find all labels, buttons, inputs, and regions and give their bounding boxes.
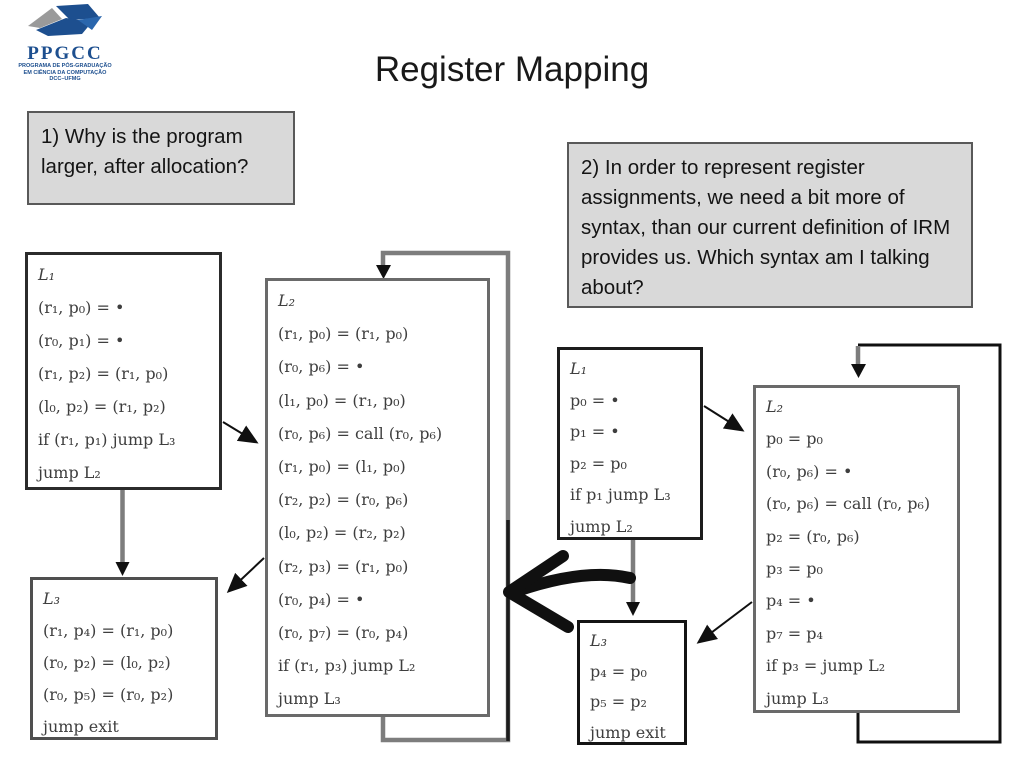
arrow-left-l1-to-l2 bbox=[222, 421, 259, 444]
page-title: Register Mapping bbox=[374, 50, 650, 89]
code-line: (l₀, p₂) = (r₁, p₂) bbox=[38, 397, 166, 416]
block-label: L₂ bbox=[278, 291, 296, 310]
code-line: if p₃ = jump L₂ bbox=[766, 656, 886, 676]
logo-acronym: PPGCC bbox=[27, 43, 103, 64]
code-line: jump exit bbox=[590, 722, 666, 742]
code-line: jump L₃ bbox=[278, 689, 341, 709]
code-line: if p₁ jump L₃ bbox=[570, 485, 671, 504]
code-line: (r₀, p₆) = call (r₀, p₆) bbox=[766, 494, 931, 514]
code-line: p₇ = p₄ bbox=[766, 623, 823, 643]
code-line: p₁ = • bbox=[570, 422, 620, 441]
code-lines: (r₁, p₄) = (r₁, p₀) (r₀, p₂) = (l₀, p₂) (r… bbox=[43, 615, 209, 743]
big-left-arrow-head bbox=[503, 550, 574, 633]
code-line: if (r₁, p₃) jump L₂ bbox=[278, 656, 416, 676]
logo-subtitle-3: DCC–UFMG bbox=[49, 76, 81, 82]
code-line: p₃ = p₀ bbox=[766, 559, 823, 579]
code-line: jump L₃ bbox=[766, 688, 829, 708]
code-lines: (r₁, p₀) = • (r₀, p₁) = • (r₁, p₂) = (r₁, … bbox=[38, 291, 213, 489]
code-lines: p₀ = • p₁ = • p₂ = p₀ if p₁ jump L₃ jump L₂ bbox=[570, 385, 694, 543]
code-line: p₂ = (r₀, p₆) bbox=[766, 526, 860, 546]
code-line: (r₀, p₆) = • bbox=[766, 461, 853, 481]
code-line: jump L₂ bbox=[38, 463, 101, 482]
big-left-arrow-shaft bbox=[511, 568, 636, 597]
code-line: (r₂, p₃) = (r₁, p₀) bbox=[278, 556, 409, 576]
code-lines: (r₁, p₀) = (r₁, p₀) (r₀, p₆) = • (l₁, p₀) … bbox=[278, 317, 481, 715]
code-line: jump L₂ bbox=[570, 516, 633, 536]
block-label: L₁ bbox=[570, 359, 588, 378]
code-line: (r₀, p₂) = (l₀, p₂) bbox=[43, 653, 171, 672]
code-line: if (r₁, p₁) jump L₃ bbox=[38, 430, 176, 449]
code-line: (r₁, p₀) = (l₁, p₀) bbox=[278, 457, 406, 477]
ppgcc-logo: PPGCC PROGRAMA DE PÓS-GRADUAÇÃO EM CIÊNC… bbox=[10, 4, 120, 83]
logo-subtitle-1: PROGRAMA DE PÓS-GRADUAÇÃO bbox=[18, 63, 112, 69]
code-line: (r₀, p₆) = call (r₀, p₆) bbox=[278, 423, 443, 443]
code-line: p₂ = p₀ bbox=[570, 453, 627, 473]
block-label: L₂ bbox=[766, 397, 784, 416]
arrow-right-l2-to-l3 bbox=[696, 601, 753, 644]
code-line: (r₀, p₇) = (r₀, p₄) bbox=[278, 623, 409, 643]
code-line: p₅ = p₂ bbox=[590, 692, 647, 711]
loop-arrow-left-l2 bbox=[380, 250, 511, 743]
loop-arrow-right-l2 bbox=[856, 343, 1002, 744]
code-lines: p₀ = p₀ (r₀, p₆) = • (r₀, p₆) = call (r₀, … bbox=[766, 423, 951, 715]
code-line: (r₀, p₁) = • bbox=[38, 331, 125, 350]
block-right-l2: L₂ p₀ = p₀ (r₀, p₆) = • (r₀, p₆) = call (r… bbox=[753, 385, 960, 713]
code-line: (r₀, p₆) = • bbox=[278, 357, 365, 377]
block-right-l3: L₃ p₄ = p₀ p₅ = p₂ jump exit bbox=[577, 620, 687, 745]
code-line: (r₀, p₅) = (r₀, p₂) bbox=[43, 685, 174, 704]
code-line: (r₁, p₄) = (r₁, p₀) bbox=[43, 621, 174, 640]
loop-arrowhead-right bbox=[851, 364, 866, 378]
code-line: jump exit bbox=[43, 717, 119, 736]
code-line: p₀ = • bbox=[570, 390, 620, 410]
arrowhead-right-l1-l3 bbox=[626, 602, 640, 616]
ppgcc-logo-icon bbox=[28, 4, 102, 36]
code-line: (l₀, p₂) = (r₂, p₂) bbox=[278, 523, 406, 543]
arrowhead-left-l1-l3 bbox=[115, 562, 130, 576]
block-label: L₃ bbox=[590, 631, 608, 650]
logo-subtitle-2: EM CIÊNCIA DA COMPUTAÇÃO bbox=[23, 69, 107, 76]
code-line: (r₁, p₀) = (r₁, p₀) bbox=[278, 324, 409, 344]
code-line: p₄ = • bbox=[766, 591, 816, 611]
block-left-l2: L₂ (r₁, p₀) = (r₁, p₀) (r₀, p₆) = • (l₁, p… bbox=[265, 278, 490, 717]
code-line: p₄ = p₀ bbox=[590, 661, 647, 681]
code-line: p₀ = p₀ bbox=[766, 429, 823, 449]
arrow-left-l2-to-l3 bbox=[226, 557, 265, 594]
loop-arrowhead-left bbox=[376, 265, 391, 279]
code-line: (r₀, p₄) = • bbox=[278, 589, 365, 609]
code-line: (r₁, p₀) = • bbox=[38, 298, 125, 317]
code-line: (r₂, p₂) = (r₀, p₆) bbox=[278, 490, 409, 510]
block-left-l1: L₁ (r₁, p₀) = • (r₀, p₁) = • (r₁, p₂) = (r… bbox=[25, 252, 222, 490]
code-line: (r₁, p₂) = (r₁, p₀) bbox=[38, 364, 169, 383]
block-left-l3: L₃ (r₁, p₄) = (r₁, p₀) (r₀, p₂) = (l₀, p₂… bbox=[30, 577, 218, 740]
arrow-right-l1-to-l2 bbox=[703, 405, 745, 432]
code-lines: p₄ = p₀ p₅ = p₂ jump exit bbox=[590, 657, 678, 749]
code-line: (l₁, p₀) = (r₁, p₀) bbox=[278, 390, 406, 410]
callout-question-1: 1) Why is the program larger, after allo… bbox=[27, 111, 295, 205]
block-label: L₃ bbox=[43, 589, 61, 608]
callout-question-2: 2) In order to represent register assign… bbox=[567, 142, 973, 308]
block-label: L₁ bbox=[38, 265, 56, 284]
block-right-l1: L₁ p₀ = • p₁ = • p₂ = p₀ if p₁ jump L₃ jump … bbox=[557, 347, 703, 540]
